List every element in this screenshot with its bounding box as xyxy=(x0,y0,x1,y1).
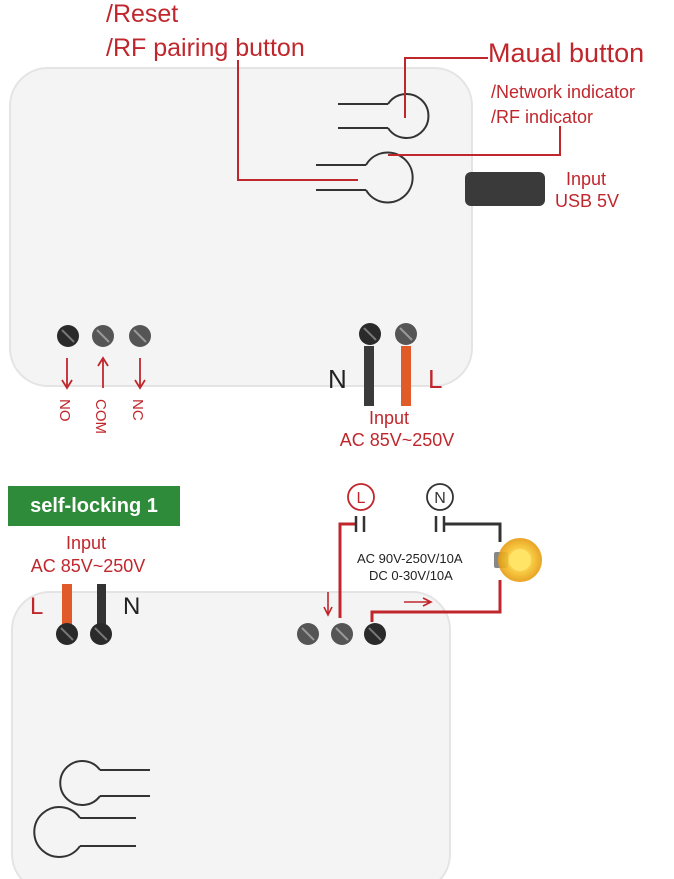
bottom-neutral-wire xyxy=(97,584,106,630)
indicator-leader xyxy=(388,126,561,156)
rf-indicator-label: /RF indicator xyxy=(491,107,593,127)
usb-connector xyxy=(465,172,545,206)
rf-pairing-label: /RF pairing button xyxy=(106,34,305,62)
mode-badge: self-locking 1 xyxy=(8,486,180,526)
manual-button-label: Maual button xyxy=(488,38,644,68)
manual-button-leader xyxy=(404,57,488,118)
circle-l-text: L xyxy=(357,490,366,507)
no-arrow xyxy=(61,358,73,390)
terminal-indicator-arrow xyxy=(323,592,333,617)
load-rating-dc: DC 0-30V/10A xyxy=(369,568,453,583)
rf-pairing-leader xyxy=(237,60,358,181)
bottom-live-label: L xyxy=(30,593,43,620)
com-arrow xyxy=(97,356,109,388)
bottom-live-wire xyxy=(62,584,72,630)
terminal-no-label: NO xyxy=(56,399,73,422)
live-load-wire xyxy=(338,522,355,618)
reset-label: /Reset xyxy=(106,0,178,28)
return-load-wire xyxy=(370,580,502,622)
bottom-ac-input-label: Input xyxy=(66,533,106,553)
usb-voltage-label: USB 5V xyxy=(555,191,619,211)
top-ac-voltage-label: AC 85V~250V xyxy=(340,430,455,450)
screw-terminal-icon xyxy=(56,623,386,645)
top-neutral-wire xyxy=(364,346,374,406)
circle-n-text: N xyxy=(434,490,446,507)
nc-arrow xyxy=(134,358,146,390)
top-module-body xyxy=(9,67,473,387)
network-indicator-label: /Network indicator xyxy=(491,82,635,102)
terminal-nc-label: NC xyxy=(129,399,146,421)
lamp-bulb-icon xyxy=(494,538,542,582)
output-direction-arrow xyxy=(404,597,433,607)
terminal-com-label: COM xyxy=(92,399,109,434)
neutral-load-wire xyxy=(444,522,502,542)
screw-terminal-icon xyxy=(57,323,417,347)
top-ac-input-label: Input xyxy=(369,408,409,428)
top-live-wire xyxy=(401,346,411,406)
usb-input-label: Input xyxy=(566,169,606,189)
l-switch-contact xyxy=(354,516,366,532)
bottom-ac-voltage-label: AC 85V~250V xyxy=(31,556,146,576)
n-switch-contact xyxy=(434,516,446,532)
reset-button-symbol xyxy=(316,151,414,204)
manual-button-symbol xyxy=(338,93,430,139)
load-rating-ac: AC 90V-250V/10A xyxy=(357,551,463,566)
circle-n-marker xyxy=(426,483,454,511)
bottom-neutral-label: N xyxy=(123,593,140,620)
circle-l-marker xyxy=(347,483,375,511)
bottom-module-body xyxy=(11,591,451,879)
bottom-button-symbols xyxy=(33,760,150,858)
top-neutral-label: N xyxy=(328,364,347,394)
top-live-label: L xyxy=(428,364,442,394)
